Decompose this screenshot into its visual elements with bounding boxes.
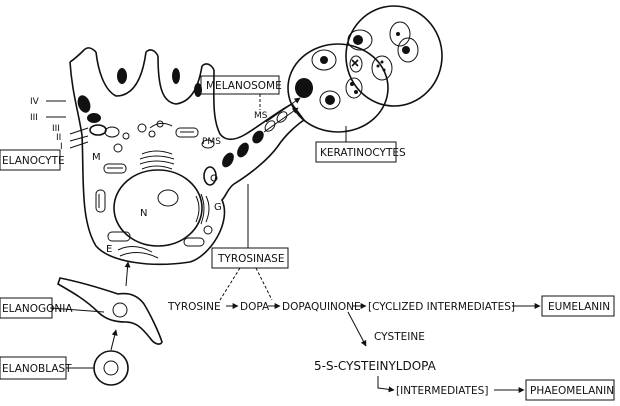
intermediates-label: [INTERMEDIATES] bbox=[396, 385, 488, 397]
stage-iii-top-label: III bbox=[30, 113, 38, 123]
keratinocytes bbox=[288, 6, 442, 142]
melanogonia-cell: ELANOGONIA bbox=[0, 278, 162, 344]
stage-iv-label: IV bbox=[30, 97, 40, 107]
dopaquinone-label: DOPAQUINONE bbox=[282, 301, 361, 313]
cyclized-intermediates-label: [CYCLIZED INTERMEDIATES] bbox=[368, 301, 515, 313]
mitochondria-label: M bbox=[92, 152, 101, 163]
er-label: E bbox=[106, 244, 112, 255]
phaeomelanin-label: PHAEOMELANIN bbox=[530, 385, 614, 397]
keratinocytes-label-box: KERATINOCYTES bbox=[316, 142, 406, 162]
cysteine-label: CYSTEINE bbox=[374, 331, 425, 343]
cysteinyldopa-label: 5-S-CYSTEINYLDOPA bbox=[314, 359, 437, 373]
melanoblast-label: ELANOBLAST bbox=[2, 363, 72, 375]
golgi-label: G bbox=[214, 202, 222, 213]
tyrosinase-label: TYROSINASE bbox=[217, 253, 285, 265]
ms-label: MS bbox=[254, 111, 268, 121]
differentiation-arrow bbox=[126, 262, 128, 286]
nucleus: N bbox=[114, 170, 202, 246]
dopa-label: DOPA bbox=[240, 301, 270, 313]
golgi-apparatus: G bbox=[140, 151, 222, 224]
melanoblast-cell: ELANOBLAST bbox=[0, 330, 128, 385]
melanocyte-label-box: ELANOCYTE bbox=[0, 150, 65, 170]
melanocyte-label: ELANOCYTE bbox=[2, 155, 65, 167]
pms-label: PMS bbox=[202, 137, 221, 147]
mitochondria: M bbox=[92, 128, 204, 246]
melanin-pathway: TYROSINE DOPA DOPAQUINONE [CYCLIZED INTE… bbox=[167, 296, 614, 400]
endoplasmic-reticulum: E bbox=[106, 123, 172, 258]
melanogonia-label: ELANOGONIA bbox=[2, 303, 73, 315]
keratinocytes-label: KERATINOCYTES bbox=[320, 147, 406, 159]
nucleus-label: N bbox=[140, 208, 147, 219]
tyrosine-label: TYROSINE bbox=[167, 301, 221, 313]
eumelanin-label: EUMELANIN bbox=[548, 301, 610, 313]
melanosome-label: MELANOSOME bbox=[206, 80, 282, 92]
